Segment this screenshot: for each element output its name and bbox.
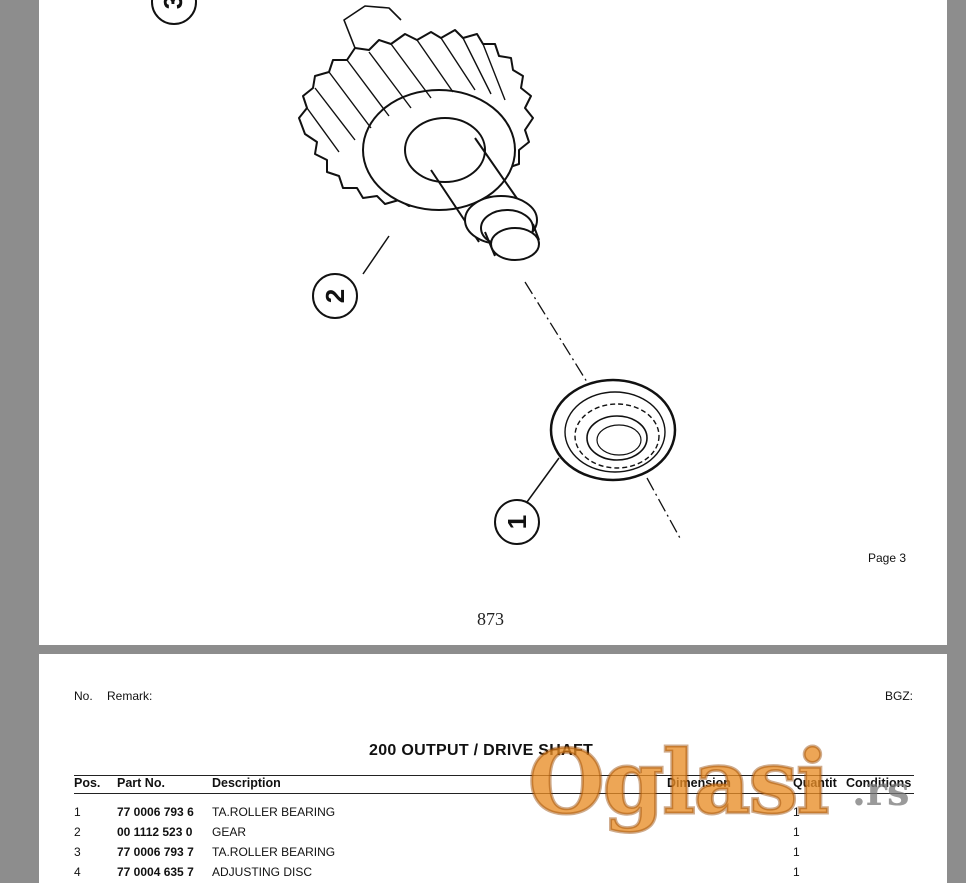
row-pos: 1: [74, 805, 81, 819]
col-conditions: Conditions: [846, 776, 912, 790]
col-description: Description: [212, 776, 281, 790]
header-rule-top: [74, 775, 914, 776]
row-part-no: 77 0004 635 7: [117, 865, 194, 879]
row-pos: 4: [74, 865, 81, 879]
exploded-parts-drawing: 3 2 1: [151, 0, 682, 545]
row-description: GEAR: [212, 825, 247, 839]
section-title: 200 OUTPUT / DRIVE SHAFT: [369, 742, 594, 759]
page-label: Page 3: [868, 551, 907, 565]
row-part-no: 00 1112 523 0: [117, 825, 193, 839]
col-pos: Pos.: [74, 776, 101, 790]
remark-label: Remark:: [107, 689, 153, 703]
row-quantity: 1: [793, 805, 800, 819]
no-label: No.: [74, 689, 93, 703]
col-quantity: Quantit: [793, 776, 837, 790]
parts-list-page: No. Remark: BGZ: 200 OUTPUT / DRIVE SHAF…: [39, 654, 947, 883]
callout-1: 1: [502, 515, 532, 529]
row-description: TA.ROLLER BEARING: [212, 845, 336, 859]
row-quantity: 1: [793, 845, 800, 859]
drawing-page: 3 2 1 Page 3 873: [39, 0, 947, 645]
col-part-no: Part No.: [117, 776, 165, 790]
callout-2: 2: [320, 289, 350, 303]
row-quantity: 1: [793, 825, 800, 839]
roller-bearing: [549, 378, 677, 482]
row-pos: 2: [74, 825, 81, 839]
gear-hub: [404, 117, 486, 183]
callout-3: 3: [158, 0, 188, 9]
col-dimension: Dimension: [667, 776, 731, 790]
row-description: ADJUSTING DISC: [212, 865, 313, 879]
row-description: TA.ROLLER BEARING: [212, 805, 336, 819]
bgz-label: BGZ:: [885, 689, 914, 703]
header-rule-bottom: [74, 793, 914, 794]
row-quantity: 1: [793, 865, 800, 879]
watermark-logo: Oglasi: [527, 730, 832, 834]
page-number: 873: [477, 609, 504, 629]
gear-teeth-outline: [298, 29, 534, 209]
row-pos: 3: [74, 845, 81, 859]
row-part-no: 77 0006 793 7: [117, 845, 194, 859]
watermark-suffix: .rs: [852, 768, 910, 815]
row-part-no: 77 0006 793 6: [117, 805, 194, 819]
axis-line: [524, 281, 682, 541]
